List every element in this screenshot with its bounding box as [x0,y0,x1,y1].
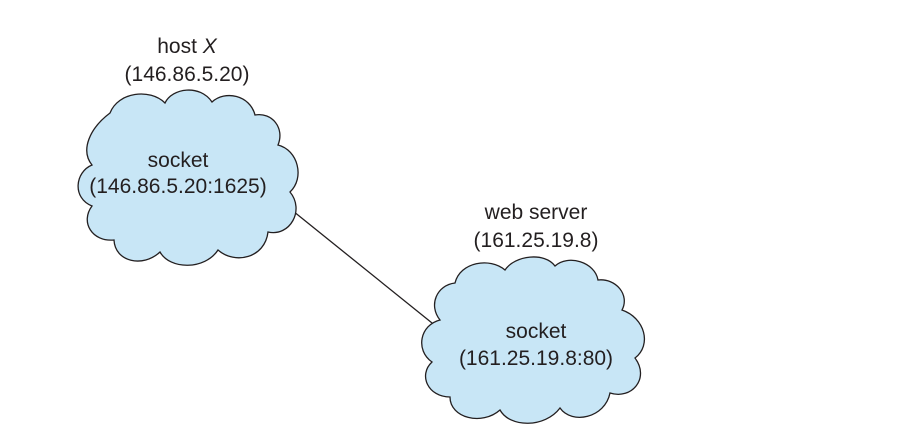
host-cloud [77,89,299,266]
host-name: host X [157,34,217,60]
host-address: (146.86.5.20) [124,63,250,86]
host-socket-address: (146.86.5.20:1625) [89,175,267,198]
server-socket-label: socket [505,320,567,343]
host-name-variable: X [202,35,217,58]
host-socket-label: socket [147,149,209,172]
server-name: web server [484,201,588,224]
server-cloud [421,256,645,424]
server-socket-address: (161.25.19.8:80) [458,347,614,370]
connection-line [287,206,438,328]
server-address: (161.25.19.8) [473,229,599,252]
host-name-prefix: host [157,35,197,58]
